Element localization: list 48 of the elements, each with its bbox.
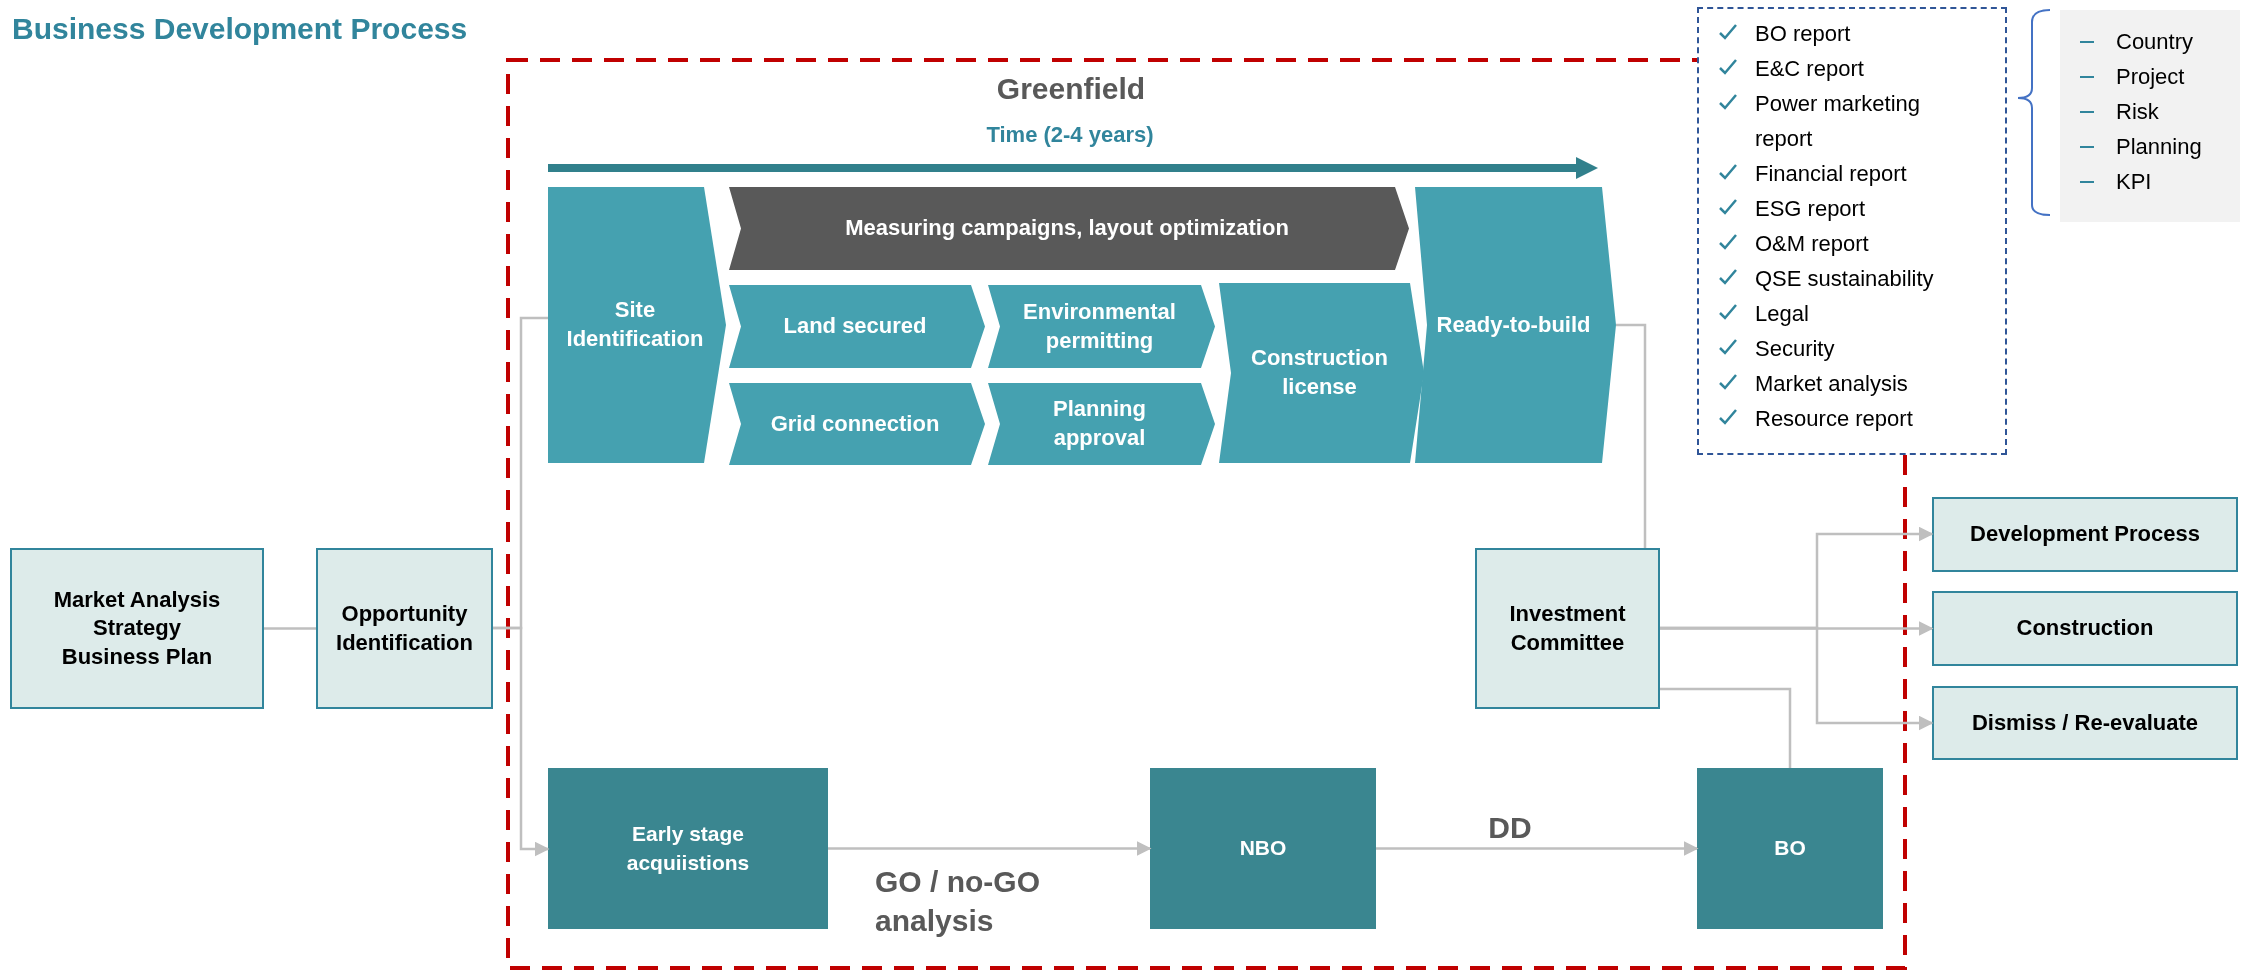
edge-label: GO / no-GO analysis — [875, 864, 1041, 939]
connector-line — [1660, 687, 1792, 768]
list-item: Risk — [2116, 98, 2159, 126]
timeline-label: Time (2-4 years) — [985, 121, 1155, 149]
list-item: Security — [1755, 335, 1835, 363]
list-item: E&C report — [1755, 55, 1864, 83]
list-item: BO report — [1755, 20, 1851, 48]
process-step: Environmental permitting — [988, 285, 1215, 368]
process-box: Opportunity Identification — [316, 548, 493, 709]
arrow — [828, 841, 1152, 856]
arrow — [1660, 626, 1934, 731]
stage-box: Early stage acquiistions — [548, 768, 828, 929]
arrow — [493, 626, 550, 857]
stage-box: NBO — [1150, 768, 1376, 929]
connector-line — [1616, 323, 1647, 548]
process-box: Investment Committee — [1475, 548, 1660, 709]
list-item: Market analysis — [1755, 370, 1908, 398]
list-item: Project — [2116, 63, 2185, 91]
checklist-box — [1697, 7, 2007, 455]
process-step: Land secured — [729, 285, 985, 368]
process-box: Dismiss / Re-evaluate — [1932, 686, 2238, 760]
process-box: Construction — [1932, 591, 2238, 666]
list-item: Power marketing report — [1755, 90, 1922, 153]
category-panel — [2060, 10, 2240, 222]
process-step: Planning approval — [988, 383, 1215, 465]
list-item: O&M report — [1755, 230, 1869, 258]
stage-box: BO — [1697, 768, 1883, 929]
process-step: Grid connection — [729, 383, 985, 465]
list-item: Legal — [1755, 300, 1809, 328]
connector-line — [264, 627, 316, 630]
process-step: Site Identification — [548, 187, 726, 463]
list-item: Planning — [2116, 133, 2202, 161]
list-item: Financial report — [1755, 160, 1907, 188]
list-item: ESG report — [1755, 195, 1866, 223]
list-item: KPI — [2116, 168, 2152, 196]
process-step: Ready-to-build — [1415, 187, 1616, 463]
process-box: Development Process — [1932, 497, 2238, 572]
arrow — [1376, 841, 1699, 856]
edge-label: DD — [1487, 810, 1533, 846]
activity-band: Measuring campaigns, layout optimization — [729, 187, 1409, 270]
region-heading: Greenfield — [995, 71, 1147, 107]
process-step: Construction license — [1219, 283, 1424, 463]
list-item: QSE sustainability — [1755, 265, 1934, 293]
list-item: Resource report — [1755, 405, 1913, 433]
list-item: Country — [2116, 28, 2194, 56]
process-box: Market Analysis Strategy Business Plan — [10, 548, 264, 709]
diagram-title: Business Development Process — [12, 11, 468, 47]
arrow — [1660, 621, 1934, 636]
